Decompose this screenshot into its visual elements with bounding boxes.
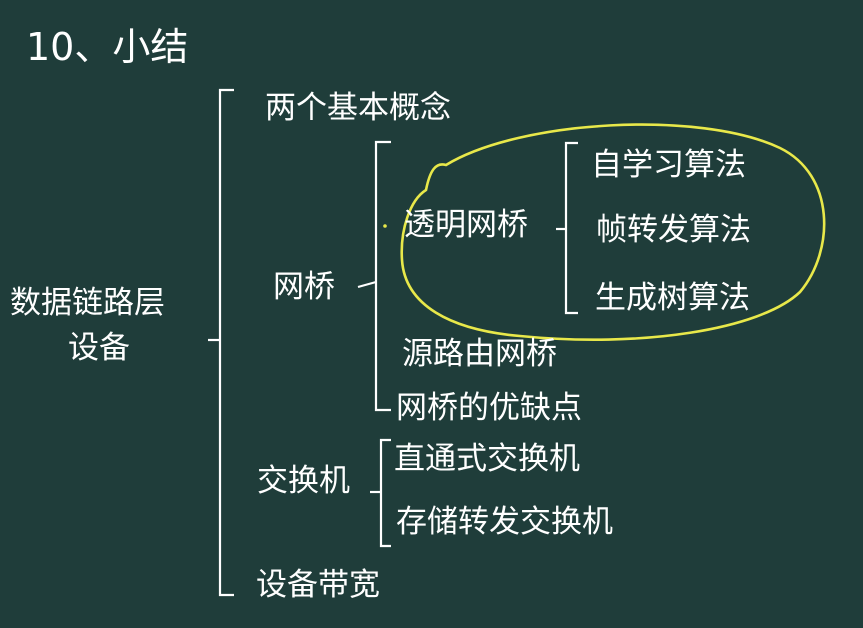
node-store-forward-switch: 存储转发交换机 bbox=[396, 504, 613, 540]
root-bracket bbox=[218, 88, 234, 597]
node-transparent-bridge: 透明网桥 bbox=[404, 207, 528, 243]
annotation-dot bbox=[383, 224, 387, 228]
node-forwarding: 帧转发算法 bbox=[596, 212, 751, 248]
node-spanning-tree: 生成树算法 bbox=[595, 280, 750, 316]
root-label-line1: 数据链路层 bbox=[10, 285, 165, 321]
node-bandwidth: 设备带宽 bbox=[256, 567, 380, 603]
bridge-bracket-tip bbox=[357, 280, 377, 289]
node-bridge-pros-cons: 网桥的优缺点 bbox=[396, 390, 582, 426]
node-bridge: 网桥 bbox=[273, 269, 335, 305]
node-source-route-bridge: 源路由网桥 bbox=[402, 336, 557, 372]
bridge-bracket bbox=[374, 140, 391, 412]
node-cut-through-switch: 直通式交换机 bbox=[394, 441, 580, 477]
node-self-learning: 自学习算法 bbox=[591, 147, 746, 183]
node-switch: 交换机 bbox=[257, 463, 350, 499]
page-title: 10、小结 bbox=[26, 25, 189, 69]
highlight-ellipse bbox=[400, 123, 826, 341]
transparent-bracket bbox=[564, 141, 578, 315]
root-label-line2: 设备 bbox=[68, 330, 130, 366]
switch-bracket bbox=[379, 438, 391, 548]
node-concepts: 两个基本概念 bbox=[265, 90, 451, 126]
